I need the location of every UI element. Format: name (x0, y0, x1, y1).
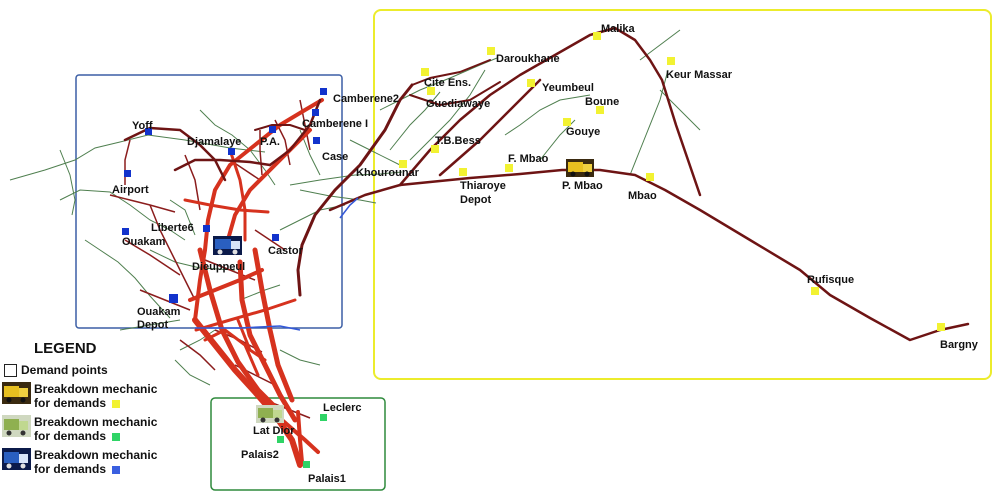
blue-demand-points (122, 88, 327, 303)
label-cite-ens: Cite Ens. (424, 77, 471, 89)
label-yeumbeul: Yeumbeul (542, 82, 594, 94)
label-palais1: Palais1 (308, 473, 346, 485)
label-pa: P.A. (260, 136, 280, 148)
label-dieuppeul: Dieuppeul (192, 261, 245, 273)
label-case: Case (322, 151, 348, 163)
label-lat-dior: Lat Dior (253, 425, 295, 437)
label-malika: Malika (601, 23, 636, 35)
label-daroukhane: Daroukhane (496, 53, 560, 65)
legend-yellow-line2: for demands (34, 396, 107, 410)
blue-mechanic-truck-icon (2, 448, 31, 470)
legend-green-line1: Breakdown mechanic (34, 415, 158, 429)
label-mbao: Mbao (628, 190, 657, 202)
label-ouakam: Ouakam (122, 236, 166, 248)
label-f-mbao: F. Mbao (508, 153, 549, 165)
legend-blue-line2: for demands (34, 462, 107, 476)
label-yoff: Yoff (132, 120, 153, 132)
label-leclerc: Leclerc (323, 402, 362, 414)
label-p-mbao: P. Mbao (562, 180, 603, 192)
place-labels: Malika Daroukhane Keur Massar Cite Ens. … (112, 23, 979, 485)
green-demand-points (277, 414, 327, 468)
legend-title: LEGEND (34, 340, 97, 357)
label-gouye: Gouye (566, 126, 600, 138)
label-ouakam-depot-1: Ouakam (137, 306, 181, 318)
label-guediawaye: Guediawaye (426, 98, 490, 110)
label-camberene1: Camberene I (302, 118, 368, 130)
label-liberte6: Liberte6 (151, 222, 194, 234)
blue-connectors (195, 197, 359, 331)
zone-yellow-rect (373, 9, 992, 380)
label-thiaroye-depot: Depot (460, 194, 492, 206)
label-palais2: Palais2 (241, 449, 279, 461)
yellow-mechanic-truck-icon (2, 382, 31, 404)
green-mechanic-truck-icon (2, 415, 31, 437)
green-demand-swatch (112, 432, 121, 441)
label-tb-bess: T.B.Bess (435, 135, 481, 147)
zone-green-rect (210, 397, 386, 491)
label-ouakam-depot-2: Depot (137, 319, 169, 331)
label-rufisque: Rufisque (807, 274, 854, 286)
label-boune: Boune (585, 96, 619, 108)
legend-green-mechanic: Breakdown mechanic for demands (2, 415, 217, 443)
legend-blue-line1: Breakdown mechanic (34, 448, 158, 462)
label-thiaroye: Thiaroye (460, 180, 506, 192)
demand-point-box-icon (4, 364, 17, 377)
label-bargny: Bargny (940, 339, 979, 351)
legend-blue-mechanic: Breakdown mechanic for demands (2, 448, 217, 476)
legend: LEGEND Demand points Breakdown mechanic … (2, 340, 217, 481)
label-khourounar: Khourounar (356, 167, 420, 179)
legend-demand-points: Demand points (2, 363, 217, 377)
label-castor: Castor (268, 245, 304, 257)
yellow-demand-points (399, 32, 945, 331)
label-airport: Airport (112, 184, 149, 196)
blue-demand-swatch (112, 465, 121, 474)
yellow-demand-swatch (112, 399, 121, 408)
blue-mechanic-truck-icon (213, 236, 242, 255)
legend-yellow-line1: Breakdown mechanic (34, 382, 158, 396)
label-keur-massar: Keur Massar (666, 69, 733, 81)
legend-yellow-mechanic: Breakdown mechanic for demands (2, 382, 217, 410)
label-djamalaye: Djamalaye (187, 136, 241, 148)
highways (123, 26, 970, 342)
legend-green-line2: for demands (34, 429, 107, 443)
legend-demand-points-label: Demand points (21, 363, 108, 377)
secondary-roads (9, 29, 701, 386)
yellow-mechanic-truck-icon (566, 159, 594, 177)
green-mechanic-truck-icon (256, 405, 284, 423)
label-camberene2: Camberene2 (333, 93, 399, 105)
